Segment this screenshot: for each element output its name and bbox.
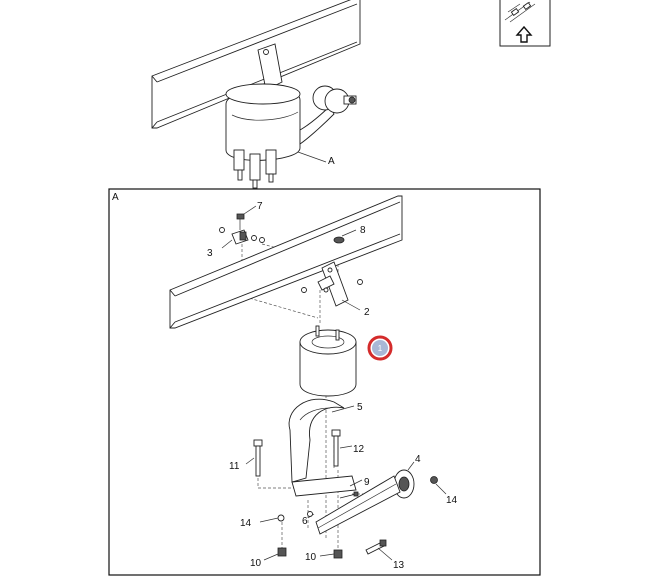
bracket-overview <box>257 43 283 91</box>
damper-overview <box>312 85 357 114</box>
part-12-bolt[interactable] <box>331 429 341 467</box>
callout-10-left[interactable]: 10 <box>250 558 262 569</box>
part-5-mount-bracket[interactable] <box>288 398 357 497</box>
part-11-bolt[interactable] <box>253 439 263 477</box>
trailing-arm <box>315 475 401 535</box>
washers-near-3 <box>219 227 265 243</box>
leader-lines <box>221 205 447 561</box>
callout-3[interactable]: 3 <box>207 248 213 259</box>
view-a-label: A <box>328 156 335 167</box>
callout-9[interactable]: 9 <box>364 477 370 488</box>
part-2-bracket[interactable] <box>301 261 363 307</box>
callout-7[interactable]: 7 <box>257 201 263 212</box>
up-arrow-icon[interactable] <box>515 25 533 43</box>
part-14-nut-right[interactable] <box>430 476 438 484</box>
frame-rail <box>169 195 403 329</box>
fittings-overview <box>233 149 277 189</box>
part-9-screw[interactable] <box>339 491 359 499</box>
hotspot-label: 1 <box>378 344 383 353</box>
callout-14-left[interactable]: 14 <box>240 518 252 529</box>
callout-labels: 7 3 8 2 5 12 11 4 14 9 14 6 10 10 13 <box>207 201 458 571</box>
part-10-nut-right[interactable] <box>333 549 343 559</box>
callout-4[interactable]: 4 <box>415 454 421 465</box>
detail-frame-label: A <box>112 192 119 203</box>
hotspot-fill <box>372 340 388 356</box>
callout-12[interactable]: 12 <box>353 444 365 455</box>
part-1-air-spring[interactable] <box>299 325 357 397</box>
callout-2[interactable]: 2 <box>364 307 370 318</box>
callout-11[interactable]: 11 <box>229 461 240 472</box>
frame-rail-overview <box>151 0 361 129</box>
part-1-hotspot[interactable]: 1 <box>367 335 393 361</box>
hotspot-ring <box>367 335 393 361</box>
callout-14-right[interactable]: 14 <box>446 495 458 506</box>
detail-drawing: 1 7 3 8 2 5 12 11 4 14 9 14 6 10 10 13 <box>169 195 458 571</box>
callout-8[interactable]: 8 <box>360 225 366 236</box>
callout-13[interactable]: 13 <box>393 560 405 571</box>
part-13-bolt[interactable] <box>365 539 387 555</box>
part-10-nut-left[interactable] <box>277 547 287 557</box>
part-14-nut-left[interactable] <box>277 514 285 522</box>
callout-5[interactable]: 5 <box>357 402 363 413</box>
callout-6[interactable]: 6 <box>302 516 308 527</box>
part-7-bolt[interactable] <box>236 213 245 230</box>
part-3-clamp[interactable] <box>231 229 249 245</box>
callout-10-right[interactable]: 10 <box>305 552 317 563</box>
air-spring-overview <box>225 83 335 161</box>
overview-drawing: A <box>151 0 361 189</box>
detail-frame <box>108 188 541 576</box>
part-8-nut[interactable] <box>333 236 345 244</box>
